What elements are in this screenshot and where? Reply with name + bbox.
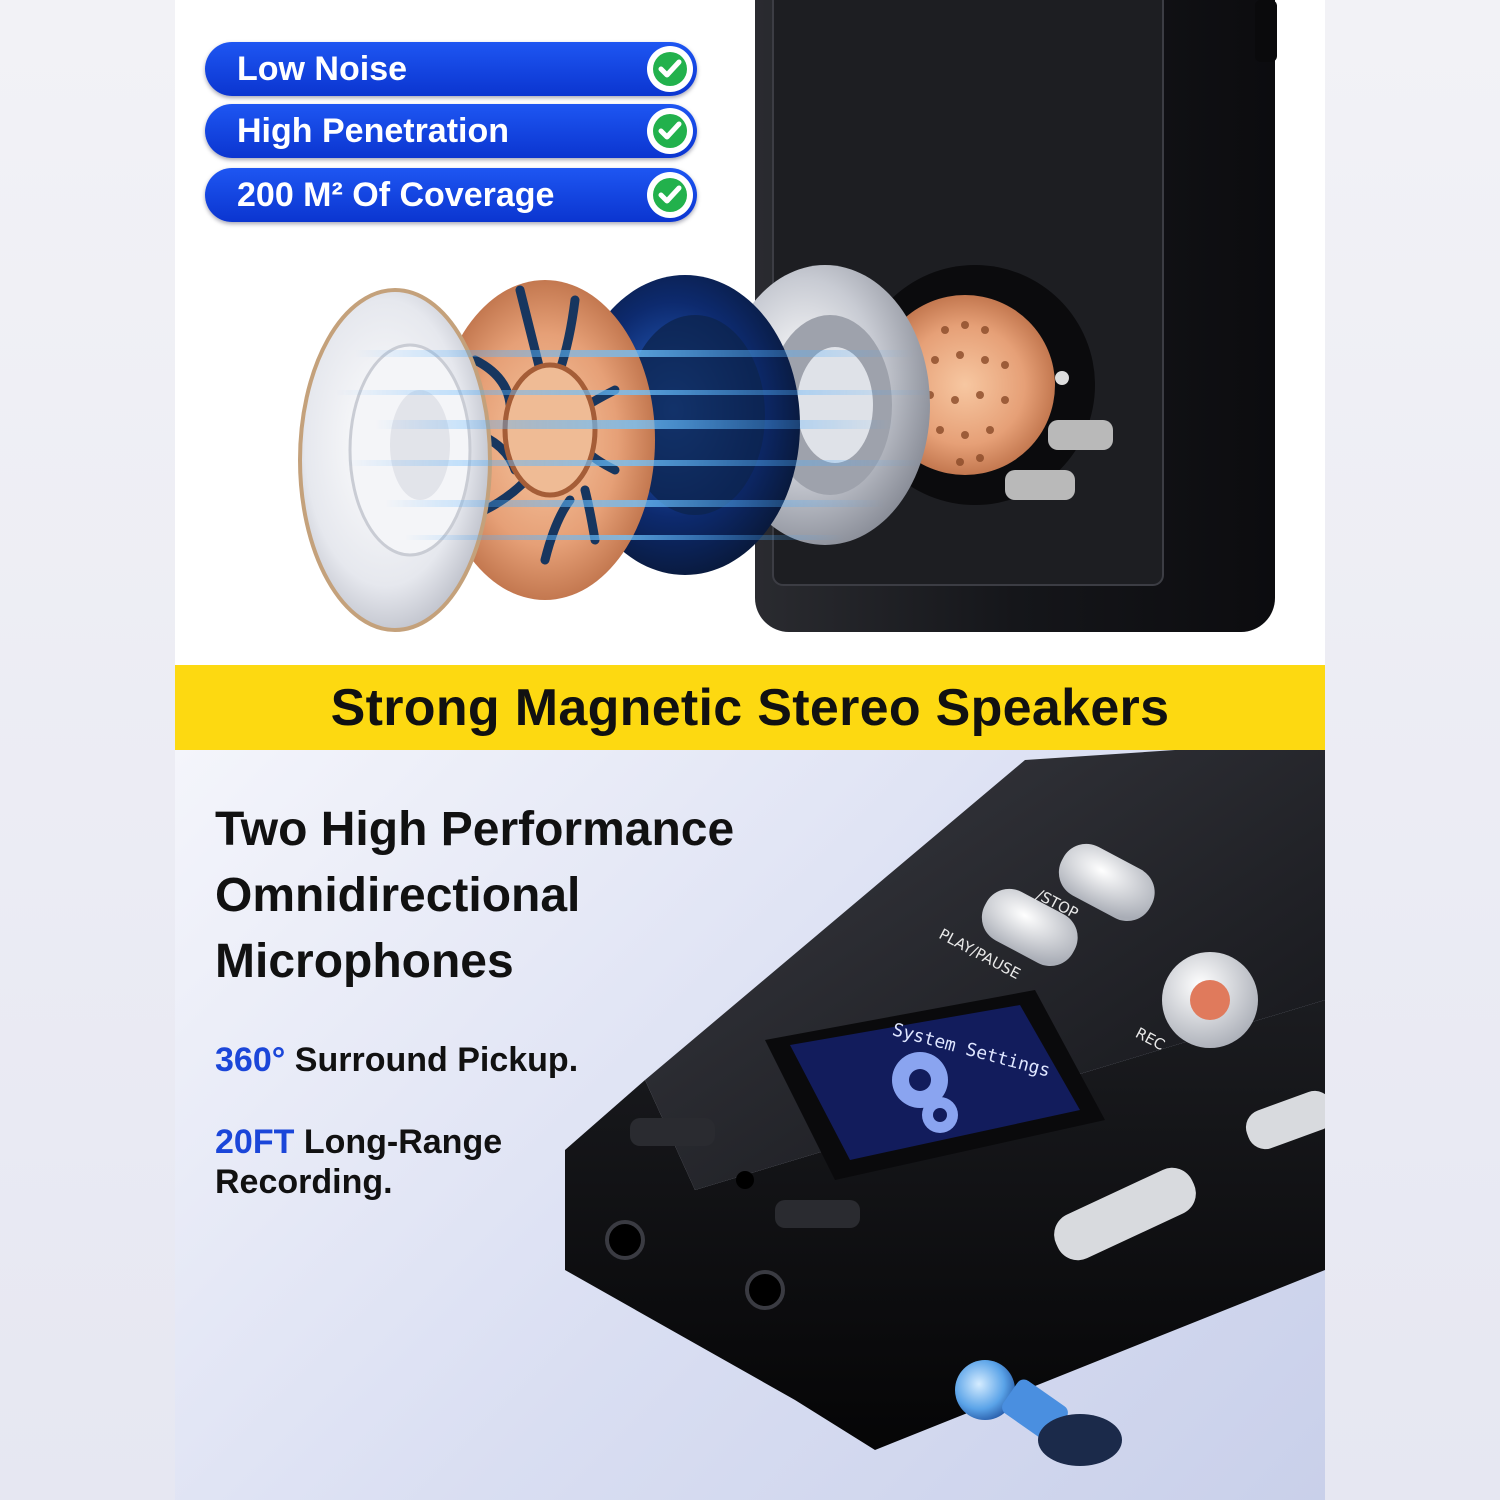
mic-grille-1	[1048, 420, 1113, 450]
headline-line-2: Omnidirectional	[215, 869, 581, 922]
feature-text: Surround Pickup.	[294, 1041, 579, 1079]
check-icon	[647, 108, 693, 154]
check-icon	[647, 172, 693, 218]
side-button-bottom[interactable]	[1047, 1161, 1203, 1268]
mic-jack	[745, 1270, 785, 1310]
speaker-grille-bottom	[775, 1200, 860, 1228]
feature-label: High Penetration	[237, 112, 510, 150]
left-margin	[0, 0, 175, 1500]
feature-pill-high-penetration: High Penetration	[205, 104, 697, 158]
status-led	[1055, 371, 1069, 385]
check-icon	[647, 46, 693, 92]
feature-range: 20FT Long-Range	[215, 1122, 502, 1162]
feature-accent: 360°	[215, 1041, 286, 1079]
headphone-jack	[605, 1220, 645, 1260]
rec-button-dot	[1190, 980, 1230, 1020]
mic-grille-2	[1005, 470, 1075, 500]
feature-pill-coverage: 200 M² Of Coverage	[205, 168, 697, 222]
speaker-grille-top	[630, 1118, 715, 1146]
mic-diaphragm	[1038, 1414, 1122, 1466]
headline-line-3: Microphones	[215, 935, 514, 988]
feature-label: 200 M² Of Coverage	[237, 176, 555, 214]
recorder-illustration	[565, 750, 1325, 1466]
mic-capsule	[955, 1360, 1015, 1420]
stop-button[interactable]	[1050, 835, 1164, 931]
side-slot	[1255, 0, 1277, 62]
speaker-exploded-illustration	[298, 0, 1277, 632]
microphone-panel	[175, 750, 1325, 1500]
headline-line-1: Two High Performance	[215, 803, 735, 856]
yellow-banner: Strong Magnetic Stereo Speakers	[175, 665, 1325, 750]
feature-pill-low-noise: Low Noise	[205, 42, 697, 96]
feature-text: Long-Range	[303, 1123, 503, 1161]
recorder-side-body	[565, 1000, 1325, 1450]
speaker-panel	[175, 0, 1325, 665]
feature-label: Low Noise	[237, 50, 408, 88]
feature-surround: 360° Surround Pickup.	[215, 1040, 578, 1080]
feature-accent: 20FT	[215, 1123, 295, 1161]
mic-hole	[736, 1171, 754, 1189]
play-pause-button[interactable]	[973, 880, 1087, 976]
banner-title: Strong Magnetic Stereo Speakers	[330, 678, 1170, 737]
feature-range-line2: Recording.	[215, 1163, 393, 1201]
side-button-top[interactable]	[1241, 1086, 1325, 1154]
right-margin	[1325, 0, 1500, 1500]
